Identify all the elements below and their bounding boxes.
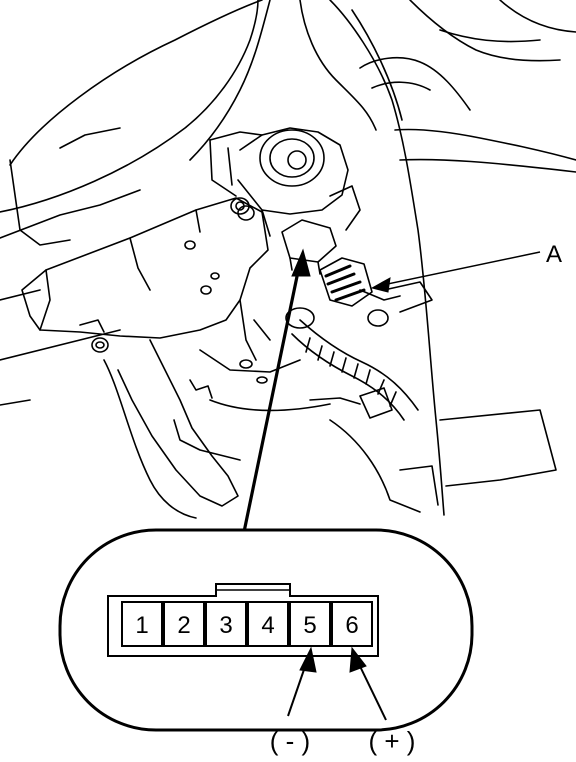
column-shroud (329, 0, 445, 516)
probe-positive-arrow (349, 646, 387, 721)
callout-a-leader (370, 251, 541, 293)
pin-cell-2 (163, 601, 205, 647)
column-lower-bracket (117, 339, 239, 507)
harness-connector-a (319, 257, 373, 307)
pin-number-5: 5 (303, 612, 316, 639)
ignition-switch-cylinder (259, 129, 325, 187)
connector-face (107, 583, 379, 657)
callout-label-a: A (546, 241, 562, 268)
mounting-bracket (21, 197, 269, 339)
steering-column-assembly-drawing (0, 0, 576, 519)
pin-number-4: 4 (261, 612, 274, 639)
positive-probe-label: ( + ) (369, 726, 416, 756)
pin-number-6: 6 (345, 612, 358, 639)
connector-view-bubble (58, 528, 474, 732)
connector-view-leader (242, 248, 311, 533)
wire-harness (299, 319, 419, 411)
pin-cell-1 (121, 601, 163, 647)
steering-wheel-rim-inner (0, 0, 259, 213)
pin-number-2: 2 (177, 612, 190, 639)
steering-wheel-rim (9, 0, 263, 166)
pin-cell-6 (331, 601, 373, 647)
upper-connector (281, 219, 337, 263)
pin-cell-5 (289, 601, 331, 647)
probe-negative-arrow (287, 646, 317, 717)
pin-number-1: 1 (135, 612, 148, 639)
pin-cell-3 (205, 601, 247, 647)
negative-probe-label: ( - ) (270, 726, 310, 756)
pin-cell-4 (247, 601, 289, 647)
pin-number-3: 3 (219, 612, 232, 639)
pin-numbers: 1 2 3 4 5 6 (135, 612, 358, 639)
